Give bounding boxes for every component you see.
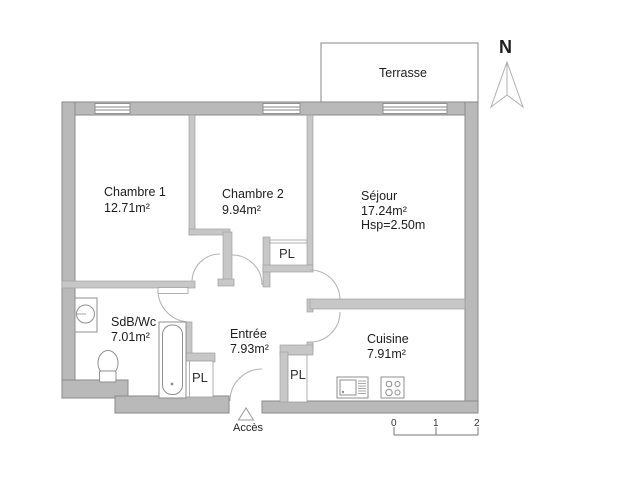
window-chambre1 — [94, 103, 131, 114]
door-arc-sdb — [157, 289, 191, 323]
closet-label-kitchen: PL — [290, 367, 306, 382]
closet-kitchen-wall-left — [279, 351, 289, 403]
scale-tick-1: 1 — [433, 418, 439, 429]
wall-south-right — [261, 400, 479, 414]
wall-east — [464, 101, 479, 414]
kitchen-drainer-lines — [358, 380, 366, 394]
stove — [380, 376, 405, 399]
terrace-outline — [320, 42, 479, 104]
room-name: Chambre 1 — [104, 185, 166, 199]
scale-tick-2: 2 — [474, 418, 480, 429]
kitchen-appliances — [336, 376, 405, 399]
stove-burner — [394, 381, 401, 387]
interior-walls — [61, 114, 466, 403]
room-label-sdb: SdB/Wc 7.01m² — [111, 315, 156, 345]
door-arc-acces — [229, 368, 263, 402]
room-area: 17.24m² — [361, 203, 407, 218]
closet-center-wall-left — [262, 236, 271, 288]
room-name: SdB/Wc — [111, 315, 157, 329]
wall-stub-base — [217, 278, 235, 287]
stove-burner — [385, 380, 393, 388]
north-arrow — [489, 60, 525, 109]
bathtub-drain — [170, 382, 174, 386]
stove-burner — [385, 388, 393, 397]
scale-bar — [393, 427, 479, 436]
wall-chambre1-chambre2 — [188, 114, 196, 236]
room-name: Chambre 2 — [222, 187, 284, 201]
kitchen-sink-drain — [341, 390, 345, 394]
room-area: 9.94m² — [222, 202, 261, 217]
wall-south-bathroom — [61, 379, 129, 399]
wall-sejour-cuisine — [309, 298, 466, 310]
wall-door-stub — [222, 231, 233, 282]
scale-bar-lines — [393, 427, 479, 436]
window-sejour-terrace-door — [382, 103, 448, 114]
room-name: Séjour — [361, 189, 398, 203]
door-arc-chambre1 — [191, 253, 221, 283]
closet-label-hall: PL — [192, 370, 208, 385]
closet-label-chambre2: PL — [279, 246, 295, 261]
door-arc-cuisine — [309, 311, 341, 343]
windows — [94, 103, 448, 114]
door-arc-chambre2 — [231, 254, 263, 286]
room-label-chambre2: Chambre 2 9.94m² — [222, 187, 284, 218]
room-area: 12.71m² — [104, 200, 150, 215]
room-name: Entrée — [230, 327, 267, 341]
door-arc-sejour — [309, 269, 341, 301]
room-area: 7.91m² — [367, 347, 406, 361]
toilet-tank — [99, 370, 117, 383]
wall-chambre2-sejour — [306, 114, 314, 266]
stove-burner — [394, 389, 401, 396]
room-name: Cuisine — [367, 332, 409, 346]
room-ceiling-height: Hsp=2.50m — [361, 218, 426, 232]
access-label: Accès — [233, 422, 263, 434]
scale-tick-0: 0 — [391, 418, 397, 429]
closet-kitchen-box — [287, 354, 308, 403]
wall-west — [61, 101, 76, 399]
closet-center-wall-bottom — [262, 264, 314, 273]
bathtub-inner — [162, 324, 183, 395]
wall-south-left — [114, 395, 230, 414]
kitchen-sink-basin — [339, 379, 357, 396]
room-area: 7.93m² — [230, 342, 269, 356]
fixtures — [74, 297, 187, 399]
room-label-entree: Entrée 7.93m² — [230, 327, 269, 357]
sdb-door-leaf — [157, 287, 189, 294]
wall-chambre1-south — [61, 280, 196, 289]
closet-center-door — [269, 239, 308, 244]
room-label-chambre1: Chambre 1 12.71m² — [104, 185, 166, 216]
window-chambre2 — [262, 103, 301, 114]
room-area: 7.01m² — [111, 330, 150, 344]
thin-elements — [157, 239, 308, 403]
north-label: N — [499, 37, 512, 57]
access-arrow — [237, 407, 255, 421]
door-arcs — [157, 253, 341, 402]
room-label-cuisine: Cuisine 7.91m² — [367, 332, 409, 362]
room-label-sejour: Séjour 17.24m² Hsp=2.50m — [361, 189, 425, 233]
terrace-label: Terrasse — [379, 66, 427, 80]
